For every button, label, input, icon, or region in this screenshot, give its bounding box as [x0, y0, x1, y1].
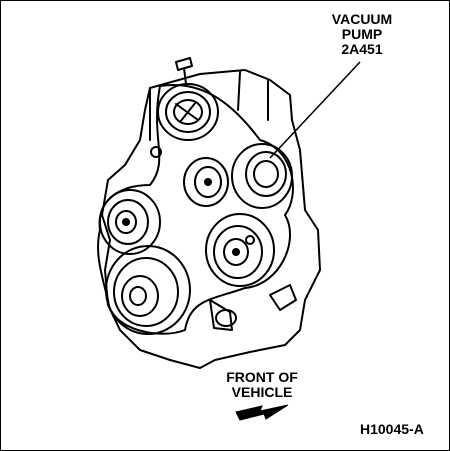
- drive-belt: [97, 84, 294, 335]
- front-of-vehicle-label: FRONT OF VEHICLE: [212, 370, 312, 400]
- vacuum-pump-callout: VACUUM PUMP 2A451: [316, 12, 408, 57]
- callout-line-1: VACUUM: [331, 11, 393, 27]
- front-label-line-1: FRONT OF: [226, 369, 298, 385]
- callout-line-2: PUMP: [341, 26, 383, 42]
- callout-part-number: 2A451: [341, 41, 383, 57]
- vacuum-pump: [231, 143, 293, 209]
- upper-idler-pulley: [157, 83, 219, 141]
- figure-id: H10045-A: [360, 421, 424, 437]
- oil-filler-cap: [175, 57, 193, 71]
- front-label-line-2: VEHICLE: [231, 384, 293, 400]
- tensioner-pulley: [205, 213, 275, 287]
- arrow-down-left-icon: [235, 404, 289, 421]
- engine-block-outline: [101, 69, 321, 369]
- center-idler-pulley: [183, 157, 229, 207]
- callout-leader-line: [269, 61, 361, 159]
